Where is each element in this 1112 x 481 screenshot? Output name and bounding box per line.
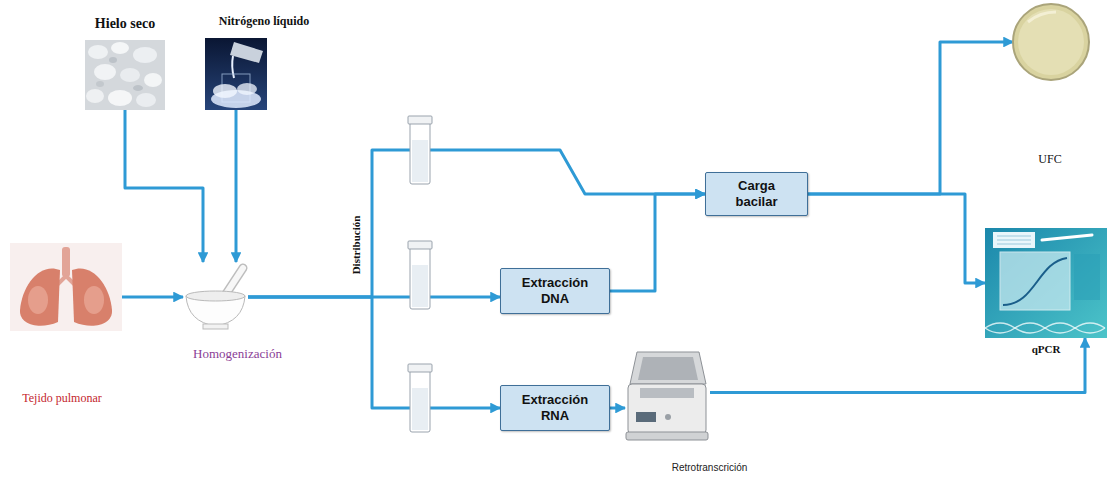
node-label: UFC xyxy=(1038,152,1061,167)
qpcr-picture xyxy=(993,232,1035,248)
thermocycler-picture xyxy=(630,352,706,384)
mortar-node: Homogenización xyxy=(183,262,248,332)
node-label: qPCR xyxy=(1032,343,1061,355)
qpcr-node: qPCR xyxy=(985,228,1107,338)
qpcr-picture xyxy=(985,323,1105,333)
thermocycler-picture xyxy=(640,388,694,398)
qpcr-picture xyxy=(985,228,1107,338)
node-label: Retrotranscrición xyxy=(672,462,748,473)
dry-ice-picture xyxy=(85,40,165,110)
petri-dish-picture xyxy=(1013,4,1089,80)
tube-picture xyxy=(410,120,430,184)
liquid-nitrogen-picture xyxy=(213,84,237,98)
box-text: Extracción RNA xyxy=(515,392,595,423)
tube-picture xyxy=(408,241,432,309)
tube-picture xyxy=(412,140,428,182)
dry-ice-picture xyxy=(86,89,104,103)
dry-ice-picture xyxy=(144,73,162,87)
flow-arrow xyxy=(710,338,1085,393)
tube-picture xyxy=(408,116,432,124)
dry-ice-picture xyxy=(133,85,143,91)
flow-arrow xyxy=(610,407,625,410)
liquid-nitrogen-picture xyxy=(232,56,234,78)
thermocycler-picture xyxy=(636,412,656,422)
dry-ice-picture xyxy=(88,45,108,59)
dry-ice-picture xyxy=(108,90,132,106)
lung-picture xyxy=(84,286,104,314)
lung-picture xyxy=(20,268,60,325)
box-text: Carga bacilar xyxy=(722,178,792,209)
dry-ice-picture xyxy=(136,93,156,107)
tube-picture xyxy=(412,265,428,307)
process-box: Extracción RNA xyxy=(500,385,610,431)
lung-picture xyxy=(28,286,48,314)
thermocycler-picture xyxy=(665,414,671,420)
node-label: Hielo seco xyxy=(95,16,155,32)
liquid-nitrogen-picture xyxy=(237,83,257,95)
qpcr-picture xyxy=(985,323,1105,333)
tube-picture xyxy=(408,116,432,184)
dry-ice-picture xyxy=(133,47,157,63)
node-label: Tejido pulmonar xyxy=(22,391,101,406)
liquid-nitrogen-node: Nitrógeno líquido xyxy=(205,38,267,110)
liquid-nitrogen-picture xyxy=(230,42,263,63)
qpcr-picture xyxy=(985,228,1107,338)
dry-ice-picture xyxy=(85,40,165,110)
process-box: Extracción DNA xyxy=(500,268,610,314)
dry-ice-picture xyxy=(111,42,129,54)
flow-arrow xyxy=(122,296,183,299)
liquid-nitrogen-picture xyxy=(205,38,267,110)
thermocycler-picture xyxy=(626,432,708,440)
qpcr-picture xyxy=(1042,235,1092,240)
tube-picture xyxy=(412,388,428,430)
tube-picture xyxy=(410,368,430,432)
dry-ice-picture xyxy=(96,81,104,87)
dry-ice-picture xyxy=(109,57,117,63)
box-text: Extracción DNA xyxy=(515,275,595,306)
mortar-picture xyxy=(203,324,228,329)
qpcr-picture xyxy=(1074,254,1100,300)
flow-arrow xyxy=(808,194,985,283)
node-label: Homogenización xyxy=(193,346,282,362)
lung-tissue-node: Tejido pulmonar xyxy=(10,243,122,331)
tube-picture xyxy=(408,364,432,432)
process-box: Carga bacilar xyxy=(705,172,808,216)
tube-picture xyxy=(408,364,432,372)
flow-arrow xyxy=(248,297,500,408)
mortar-picture xyxy=(186,291,245,301)
step-label: Distribución xyxy=(350,216,362,275)
dry-ice-picture xyxy=(120,68,140,82)
lung-picture xyxy=(10,243,122,331)
qpcr-picture xyxy=(997,236,1031,244)
qpcr-picture xyxy=(1000,252,1070,310)
thermocycler-picture xyxy=(626,352,708,440)
mortar-picture xyxy=(186,268,245,329)
dry-ice-picture xyxy=(94,64,116,80)
lung-picture xyxy=(62,247,70,277)
flow-arrow xyxy=(610,194,705,291)
tube-picture xyxy=(408,241,432,249)
petri-dish-picture xyxy=(1018,9,1084,75)
node-label: Nitrógeno líquido xyxy=(219,14,309,29)
petri-dish-node: UFC xyxy=(1013,4,1089,80)
dry-ice-node: Hielo seco xyxy=(85,40,165,110)
flow-arrow xyxy=(248,150,705,297)
petri-dish-picture xyxy=(1028,12,1056,22)
thermocycler-node: Retrotranscrición xyxy=(625,350,710,445)
thermocycler-picture xyxy=(628,384,706,434)
flow-arrow xyxy=(808,42,1013,194)
flow-arrow xyxy=(235,110,238,262)
lung-picture xyxy=(72,268,112,325)
lung-picture xyxy=(10,243,122,331)
tube-picture xyxy=(410,245,430,309)
thermocycler-picture xyxy=(638,357,698,380)
liquid-nitrogen-picture xyxy=(205,38,267,110)
qpcr-picture xyxy=(1003,258,1067,305)
flow-arrow xyxy=(125,110,203,262)
petri-dish-picture xyxy=(1013,4,1089,80)
